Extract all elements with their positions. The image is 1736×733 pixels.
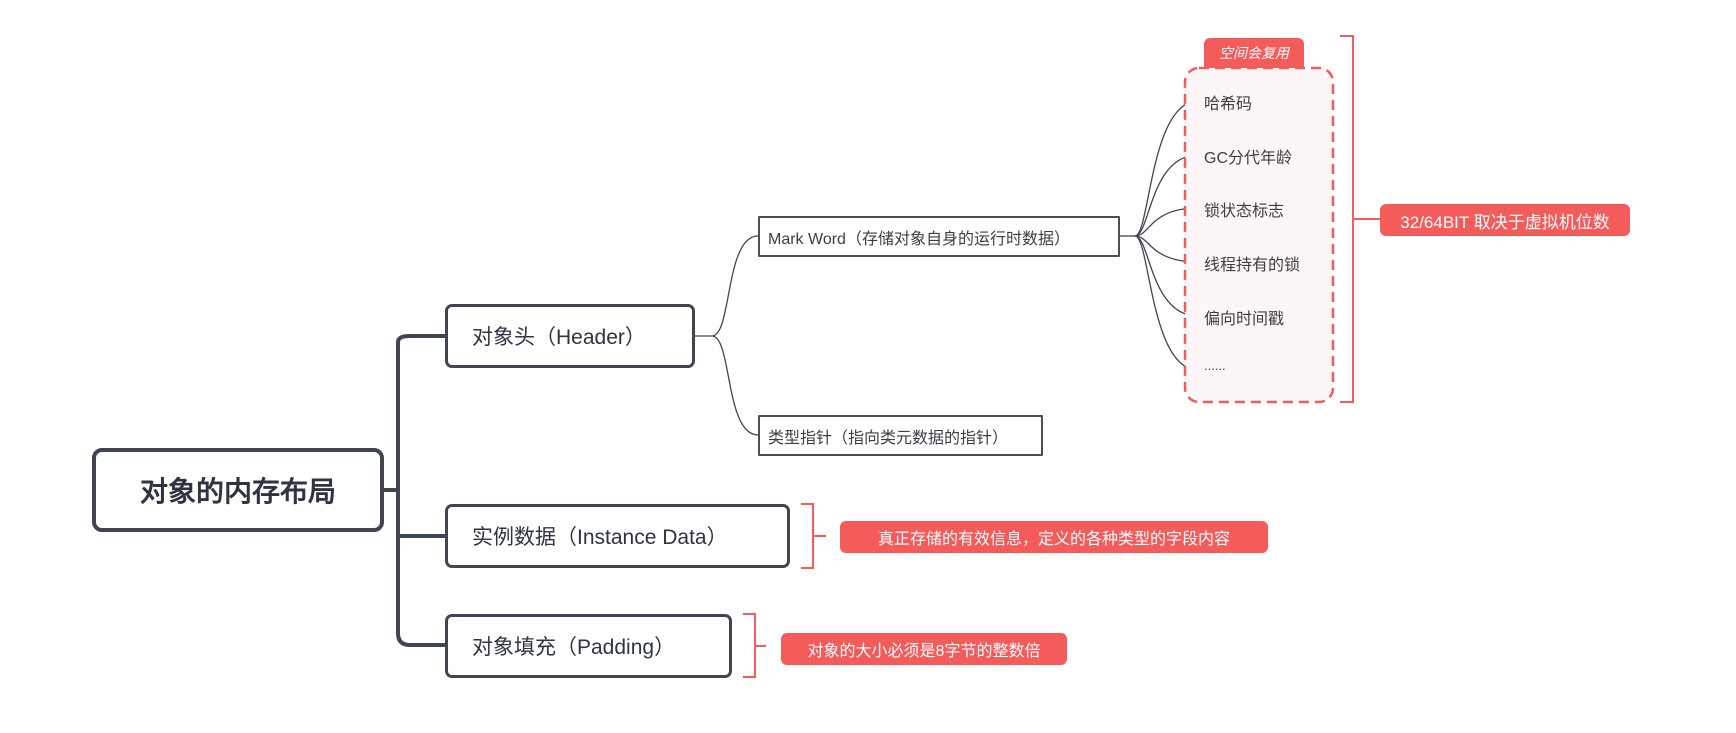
leaf-item[interactable]: 哈希码 bbox=[1204, 96, 1253, 113]
header-connector bbox=[695, 235, 759, 436]
topic-header[interactable]: 对象头（Header） bbox=[445, 304, 695, 368]
leaf-item[interactable]: 偏向时间戳 bbox=[1204, 311, 1285, 328]
topic-instance-data[interactable]: 实例数据（Instance Data） bbox=[445, 504, 790, 568]
mark-word-connector bbox=[1120, 100, 1199, 371]
leaf-item[interactable]: GC分代年龄 bbox=[1204, 150, 1293, 167]
summary-padding[interactable]: 对象的大小必须是8字节的整数倍 bbox=[781, 633, 1067, 665]
summary-instance-data[interactable]: 真正存储的有效信息，定义的各种类型的字段内容 bbox=[840, 521, 1268, 553]
summary-mark-word-label: 32/64BIT 取决于虚拟机位数 bbox=[1400, 212, 1610, 232]
topic-mark-word[interactable]: Mark Word（存储对象自身的运行时数据） bbox=[758, 216, 1120, 257]
root-topic-label: 对象的内存布局 bbox=[139, 476, 336, 507]
summary-padding-label: 对象的大小必须是8字节的整数倍 bbox=[807, 643, 1041, 660]
topic-padding[interactable]: 对象填充（Padding） bbox=[445, 614, 732, 678]
mark-word-bracket bbox=[1340, 35, 1380, 403]
boundary-tag-label: 空间会复用 bbox=[1219, 45, 1289, 61]
mark-word-boundary bbox=[1183, 66, 1335, 404]
boundary-tag[interactable]: 空间会复用 bbox=[1204, 38, 1304, 68]
leaf-item[interactable]: 线程持有的锁 bbox=[1204, 257, 1301, 274]
instance-bracket bbox=[801, 503, 826, 569]
topic-mark-word-label: Mark Word（存储对象自身的运行时数据） bbox=[768, 230, 1070, 248]
leaf-item[interactable]: ...... bbox=[1204, 358, 1226, 373]
topic-padding-label: 对象填充（Padding） bbox=[472, 636, 676, 659]
padding-bracket bbox=[743, 613, 766, 678]
leaf-item[interactable]: 锁状态标志 bbox=[1204, 203, 1285, 220]
summary-instance-data-label: 真正存储的有效信息，定义的各种类型的字段内容 bbox=[877, 531, 1230, 548]
root-connector bbox=[382, 334, 447, 647]
summary-mark-word[interactable]: 32/64BIT 取决于虚拟机位数 bbox=[1380, 204, 1630, 236]
topic-klass-pointer-label: 类型指针（指向类元数据的指针） bbox=[768, 429, 1009, 447]
topic-header-label: 对象头（Header） bbox=[472, 326, 646, 349]
topic-klass-pointer[interactable]: 类型指针（指向类元数据的指针） bbox=[758, 415, 1043, 456]
root-topic[interactable]: 对象的内存布局 bbox=[92, 448, 384, 532]
topic-instance-data-label: 实例数据（Instance Data） bbox=[472, 526, 728, 549]
